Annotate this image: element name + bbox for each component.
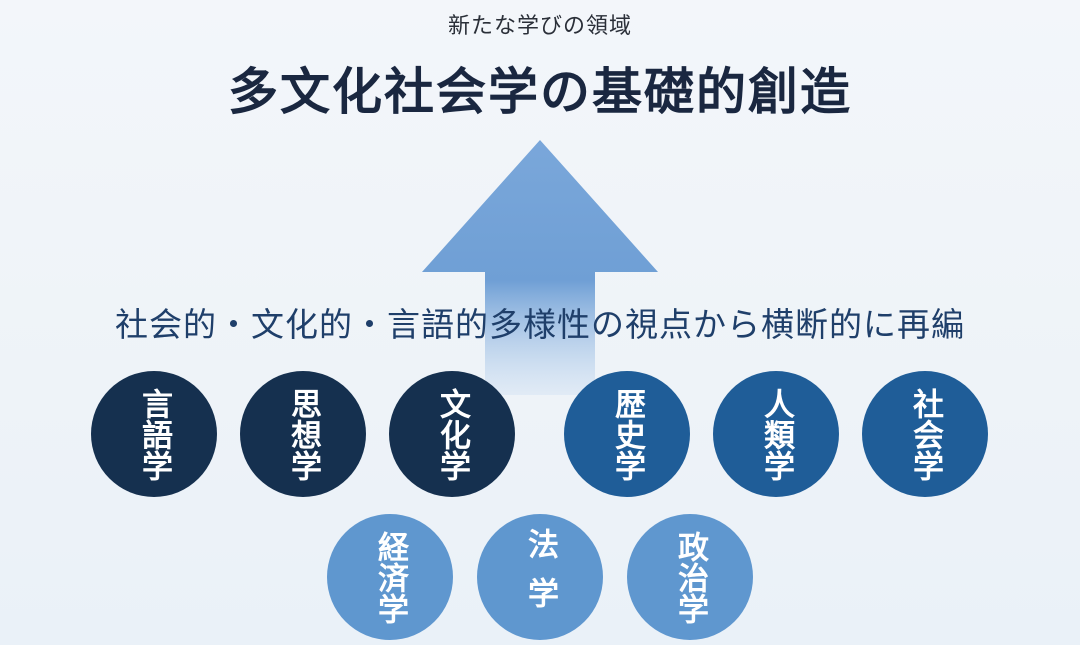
subtitle: 新たな学びの領域 [447, 14, 632, 39]
discipline-circle-linguistics: 言語学 [91, 371, 217, 497]
discipline-label: 政治学 [672, 530, 708, 624]
discipline-label: 文化学 [434, 387, 470, 481]
discipline-circle-history: 歴史学 [564, 371, 690, 497]
discipline-circle-politics: 政治学 [627, 514, 753, 640]
discipline-circle-economics: 経済学 [327, 514, 453, 640]
discipline-circle-culture: 文化学 [389, 371, 515, 497]
discipline-label: 思想学 [285, 387, 321, 481]
discipline-label: 法学 [522, 528, 558, 626]
discipline-circle-law: 法学 [477, 514, 603, 640]
discipline-label: 社会学 [907, 387, 943, 481]
discipline-label: 経済学 [372, 530, 408, 624]
discipline-label: 人類学 [758, 387, 794, 481]
discipline-label: 言語学 [136, 387, 172, 481]
arrow-shape [422, 140, 658, 395]
tagline: 社会的・文化的・言語的多様性の視点から横断的に再編 [115, 305, 965, 344]
discipline-circle-anthropology: 人類学 [713, 371, 839, 497]
discipline-circle-thought: 思想学 [240, 371, 366, 497]
discipline-label: 歴史学 [609, 387, 645, 481]
discipline-circle-sociology: 社会学 [862, 371, 988, 497]
page-title: 多文化社会学の基礎的創造 [228, 63, 852, 121]
